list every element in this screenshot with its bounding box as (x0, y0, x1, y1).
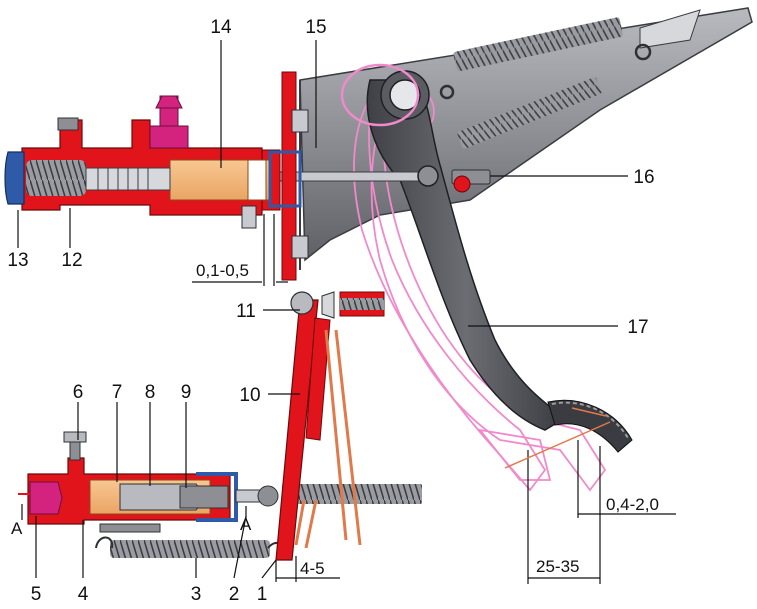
section-mark-right: A (240, 515, 252, 534)
callout-10: 10 (239, 385, 260, 406)
callout-labels: 14 15 16 17 11 10 13 12 6 7 8 9 5 4 3 2 … (7, 17, 654, 605)
callout-1: 1 (257, 584, 268, 605)
dimension-labels: 0,1-0,5 4-5 0,4-2,0 25-35 A A (11, 261, 659, 578)
dim-master-gap: 0,1-0,5 (196, 261, 249, 280)
pedal-stop-bolt (451, 169, 491, 193)
callout-7: 7 (112, 382, 123, 403)
callout-13: 13 (7, 250, 28, 271)
dim-pedal-free-play: 4-5 (300, 559, 325, 578)
callout-3: 3 (191, 584, 202, 605)
callout-6: 6 (73, 382, 84, 403)
slave-pushrod (235, 484, 422, 507)
return-spring-upper (439, 17, 652, 100)
callout-11: 11 (236, 301, 256, 322)
return-spring-lower (457, 77, 602, 149)
return-spring-3 (95, 536, 286, 558)
callout-15: 15 (305, 17, 326, 38)
callout-9: 9 (181, 382, 192, 403)
fork-ball-joint (290, 291, 385, 319)
slave-cylinder (27, 431, 238, 533)
release-fork (275, 299, 362, 561)
callout-5: 5 (31, 584, 42, 605)
callout-17: 17 (627, 317, 648, 338)
callout-16: 16 (633, 167, 654, 188)
dim-pedal-travel-b: 25-35 (536, 557, 579, 576)
pedal-pad (547, 399, 633, 453)
dim-pedal-travel-a: 0,4-2,0 (606, 495, 659, 514)
callout-4: 4 (78, 584, 89, 605)
clutch-pedal-lever (340, 63, 567, 431)
callout-12: 12 (61, 250, 82, 271)
section-mark-left: A (11, 519, 23, 538)
leader-lines (17, 40, 676, 584)
callout-14: 14 (210, 17, 232, 38)
callout-2: 2 (229, 584, 240, 605)
callout-8: 8 (145, 382, 156, 403)
master-cylinder (4, 71, 309, 281)
